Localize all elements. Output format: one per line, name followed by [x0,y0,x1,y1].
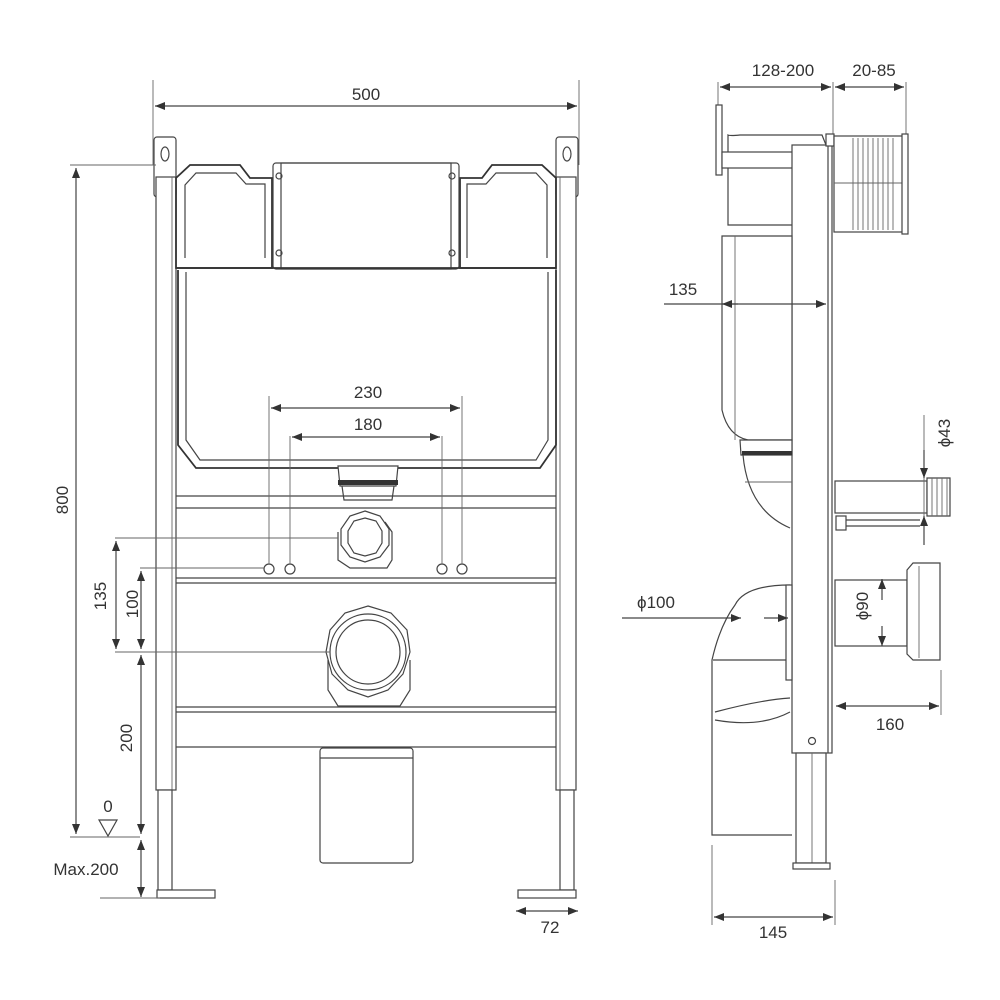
dim-waste-inlet-diameter: ϕ100 [637,593,675,612]
dim-lower-hole-height: 100 [123,590,142,618]
dim-overall-width: 500 [352,85,380,104]
dim-leg-extension: Max.200 [53,860,118,879]
front-view [70,80,580,915]
side-view [622,82,951,925]
dim-foot-width: 72 [541,918,560,937]
dim-waste-height: 200 [117,724,136,752]
dim-flush-pipe-diameter: ϕ43 [935,419,954,447]
dimension-labels: 500 230 180 800 135 100 200 0 Max.200 72… [53,61,954,942]
dim-frame-depth: 145 [759,923,787,942]
dim-flush-plate-adjust: 20-85 [852,61,895,80]
dim-outer-hole-spacing: 230 [354,383,382,402]
dim-upper-hole-height: 135 [91,582,110,610]
dim-floor-level: 0 [103,797,112,816]
dim-overall-height: 800 [53,486,72,514]
dim-inner-hole-spacing: 180 [354,415,382,434]
dim-outlet-projection: 160 [876,715,904,734]
dim-waste-outlet-diameter: ϕ90 [853,592,872,620]
dim-tank-depth: 135 [669,280,697,299]
dim-cistern-depth: 128-200 [752,61,814,80]
